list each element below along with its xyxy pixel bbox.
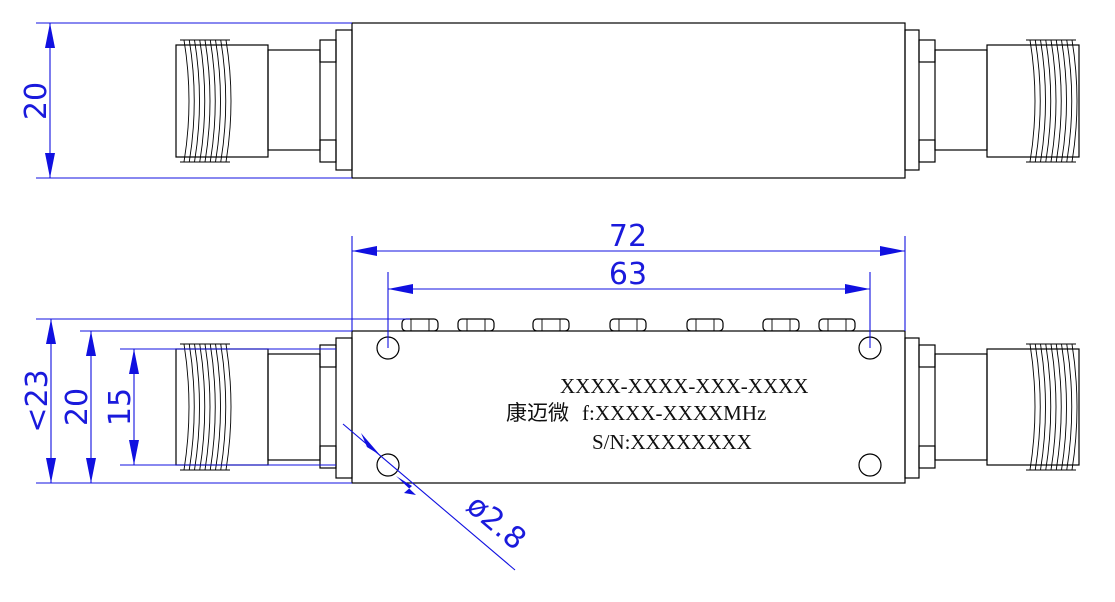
front-view: XXXX-XXXX-XXX-XXXX 康迈微 f:XXXX-XXXXMHz S/… [20,219,1080,571]
connector-thread [180,39,232,163]
label-frequency: f:XXXX-XXXXMHz [582,401,766,425]
dim-side-connector-label: 15 [103,388,138,426]
top-view: 20 [19,22,1080,179]
top-right-flange [904,29,920,171]
dim-top-height: 20 [19,22,352,179]
label-model: XXXX-XXXX-XXX-XXXX [560,374,808,398]
dim-side-body-label: 20 [60,388,95,426]
front-right-flange [904,337,920,479]
top-left-connector [175,39,337,163]
dim-overall-length: 72 [351,219,906,331]
mount-hole-br [858,453,882,477]
tuning-nut [609,318,647,332]
front-left-flange [335,337,353,479]
front-left-connector [175,343,337,471]
dim-hole-diameter-label: ø2.8 [460,488,533,557]
connector-thread [1026,39,1078,163]
top-right-connector [918,39,1080,163]
dim-side-body: 20 [60,330,352,483]
tuning-nut [762,318,800,332]
dim-top-height-label: 20 [19,82,54,120]
dim-side-overall-label: <23 [20,369,55,432]
tuning-nut [457,318,495,332]
dim-hole-spacing: 63 [387,257,871,348]
dim-hole-spacing-label: 63 [609,257,647,292]
dim-side-overall: <23 [20,318,410,484]
top-housing [351,22,906,179]
top-left-flange [335,29,353,171]
mount-hole-bl [376,453,400,477]
front-right-connector [918,343,1080,471]
connector-thread [180,343,232,471]
tuning-nuts [401,318,856,332]
tuning-nut [818,318,856,332]
tuning-nut [532,318,570,332]
tuning-nut [686,318,724,332]
dim-overall-length-label: 72 [609,219,647,254]
label-serial: S/N:XXXXXXXX [592,430,752,454]
product-label: XXXX-XXXX-XXX-XXXX 康迈微 f:XXXX-XXXXMHz S/… [506,374,808,454]
dim-side-connector: 15 [103,348,336,466]
label-brand: 康迈微 [506,401,569,425]
tuning-nut [401,318,439,332]
connector-thread [1026,343,1078,471]
